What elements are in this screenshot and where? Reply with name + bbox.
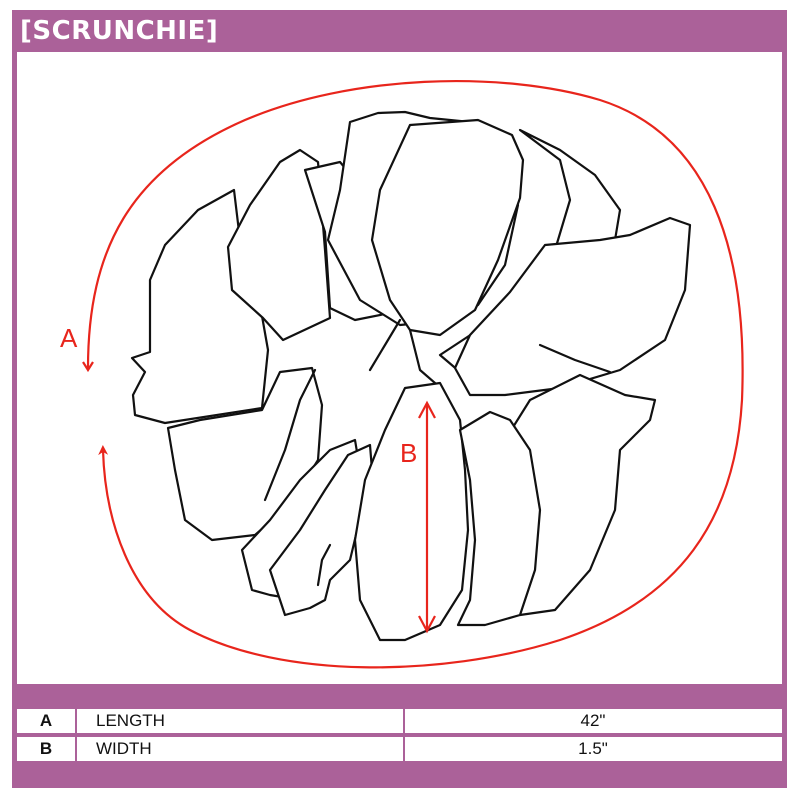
title-bar: [SCRUNCHIE]: [12, 10, 787, 52]
row-value: 42": [580, 711, 606, 730]
scrunchie-illustration: [130, 110, 692, 642]
dimension-arrow-b: [418, 400, 436, 634]
column-divider: [403, 709, 405, 761]
table-row: A LENGTH 42": [17, 709, 782, 733]
diagram-canvas: A B: [17, 52, 782, 684]
dimension-table: A LENGTH 42" B WIDTH 1.5": [17, 709, 782, 761]
row-key: A: [39, 711, 53, 730]
scrunchie-diagram: A B: [60, 80, 744, 669]
dimension-label-a: A: [60, 323, 78, 353]
dimension-arrow-a: [82, 80, 744, 669]
row-label: WIDTH: [96, 739, 152, 758]
row-value: 1.5": [578, 739, 608, 758]
row-divider: [17, 733, 782, 737]
table-row: B WIDTH 1.5": [17, 737, 782, 761]
row-label: LENGTH: [96, 711, 165, 730]
dimension-label-b: B: [400, 438, 417, 468]
column-divider: [75, 709, 77, 761]
row-key: B: [39, 739, 53, 758]
page-title: [SCRUNCHIE]: [20, 16, 219, 46]
